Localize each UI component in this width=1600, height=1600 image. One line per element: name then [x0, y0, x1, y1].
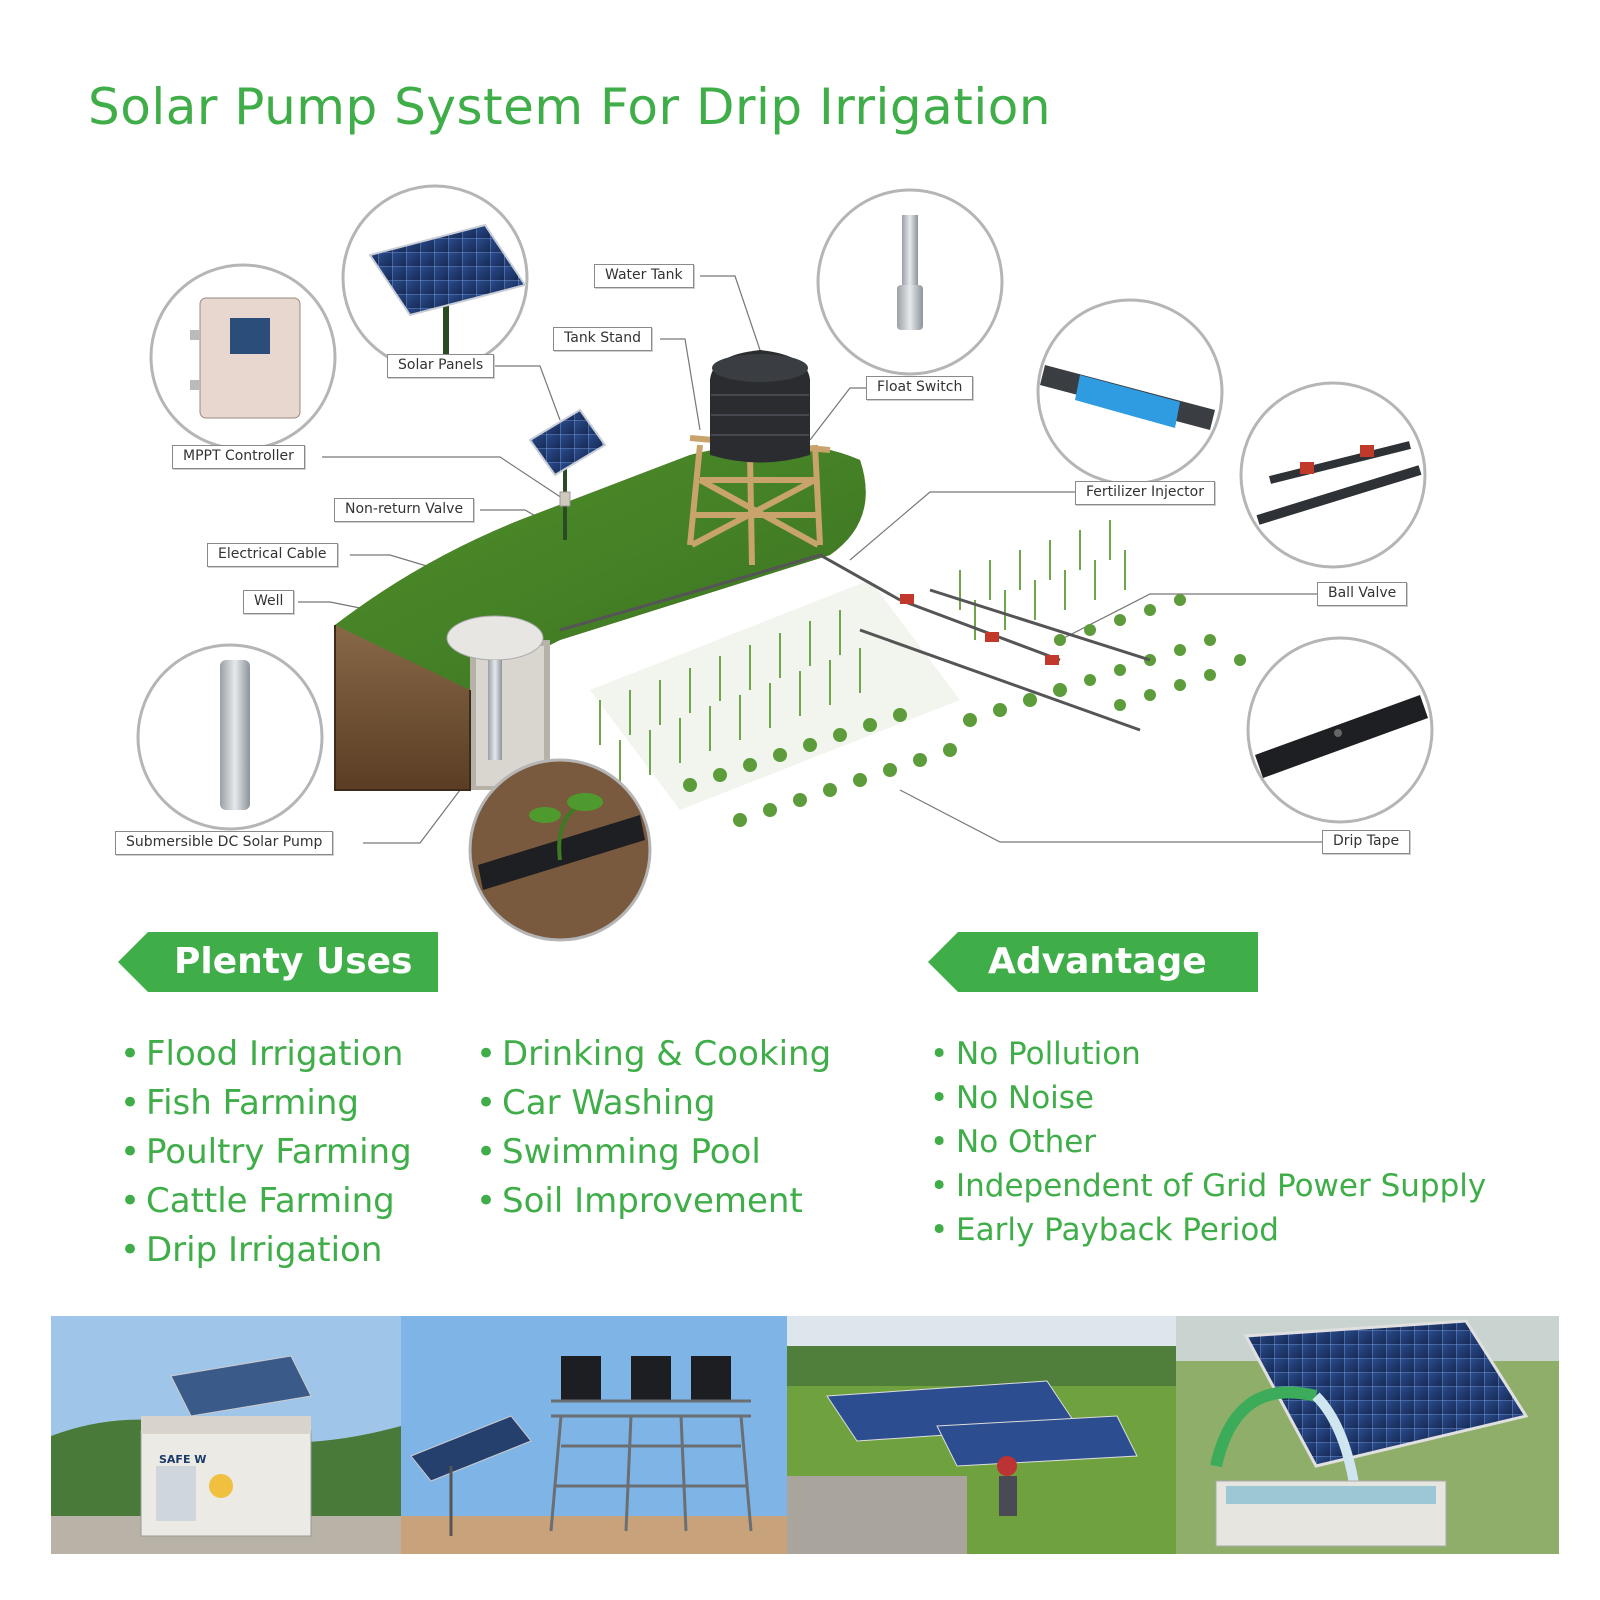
label-water-tank: Water Tank [594, 264, 694, 288]
inset-float-switch [816, 188, 1004, 376]
plenty-uses-heading: Plenty Uses [174, 941, 413, 982]
kiosk-sign-text: SAFE W [159, 1453, 206, 1466]
inset-ball-valve [1239, 381, 1427, 569]
list-item: Drinking & Cooking [474, 1030, 831, 1079]
label-well: Well [243, 590, 295, 614]
plenty-uses-banner: Plenty Uses [118, 932, 438, 992]
label-electrical-cable: Electrical Cable [207, 543, 338, 567]
water-tank [710, 350, 810, 463]
crop-field [590, 580, 1067, 827]
advantage-list: No Pollution No Noise No Other Independe… [928, 1032, 1486, 1252]
inset-solar-panels [341, 184, 529, 372]
distribution-pipes [559, 553, 1151, 732]
plenty-uses-list-1: Flood Irrigation Fish Farming Poultry Fa… [118, 1030, 412, 1275]
list-item: Flood Irrigation [118, 1030, 412, 1079]
label-float-switch: Float Switch [866, 376, 974, 400]
label-fertilizer-injector: Fertilizer Injector [1075, 481, 1215, 505]
inset-mppt-controller [149, 263, 337, 451]
solar-array-field-photo [787, 1316, 1176, 1554]
list-item: Early Payback Period [928, 1208, 1486, 1252]
inset-seedling-drip [468, 758, 652, 942]
list-item: Independent of Grid Power Supply [928, 1164, 1486, 1208]
list-item: Cattle Farming [118, 1177, 412, 1226]
banner-arrow-icon [118, 932, 438, 992]
list-item: Fish Farming [118, 1079, 412, 1128]
label-tank-stand: Tank Stand [553, 327, 652, 351]
advantage-heading: Advantage [988, 941, 1207, 982]
banner-arrow-icon [928, 932, 1258, 992]
list-item: Swimming Pool [474, 1128, 831, 1177]
elevated-tanks-photo [401, 1316, 787, 1554]
list-item: Soil Improvement [474, 1177, 831, 1226]
inset-drip-tape [1246, 636, 1434, 824]
irrigation-system-diagram [136, 184, 1434, 942]
label-ball-valve: Ball Valve [1317, 582, 1408, 606]
crop-field-right [959, 520, 1246, 711]
plenty-uses-list-2: Drinking & Cooking Car Washing Swimming … [474, 1030, 831, 1226]
list-item: No Noise [928, 1076, 1486, 1120]
advantage-banner: Advantage [928, 932, 1258, 992]
inset-fertilizer-injector [1036, 298, 1224, 486]
panel-pump-outflow-photo [1176, 1316, 1559, 1554]
water-kiosk-photo: SAFE W [51, 1316, 401, 1554]
label-drip-tape: Drip Tape [1322, 830, 1411, 854]
solar-panel-on-pole [528, 408, 607, 540]
list-item: Poultry Farming [118, 1128, 412, 1177]
ground-plot [334, 443, 866, 791]
list-item: Drip Irrigation [118, 1226, 412, 1275]
list-item: Car Washing [474, 1079, 831, 1128]
label-mppt-controller: MPPT Controller [172, 445, 305, 469]
label-submersible-pump: Submersible DC Solar Pump [115, 831, 334, 855]
label-non-return-valve: Non-return Valve [334, 498, 475, 522]
inset-submersible-pump [136, 643, 324, 831]
list-item: No Pollution [928, 1032, 1486, 1076]
page-title: Solar Pump System For Drip Irrigation [88, 78, 1052, 136]
label-solar-panels: Solar Panels [387, 354, 495, 378]
list-item: No Other [928, 1120, 1486, 1164]
